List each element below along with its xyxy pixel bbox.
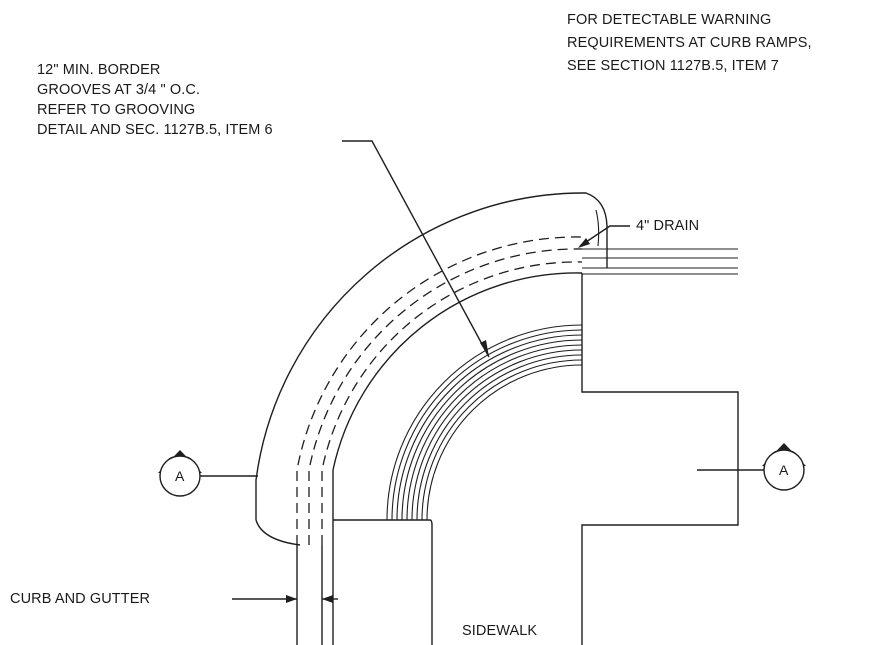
sidewalk-label: SIDEWALK: [462, 623, 538, 639]
border-grooves: [386, 324, 583, 521]
outer-curb-edge: [255, 192, 608, 520]
border-grooves-note-line-2: GROOVES AT 3/4 " O.C.: [37, 82, 201, 98]
detectable-warning-note-line-3: SEE SECTION 1127B.5, ITEM 7: [567, 58, 779, 74]
detectable-warning-note-line-2: REQUIREMENTS AT CURB RAMPS,: [567, 35, 812, 51]
detectable-warning-note-line-1: FOR DETECTABLE WARNING: [567, 12, 772, 28]
groove-leader-line: [342, 140, 490, 358]
inner-curb-line: [332, 272, 583, 520]
section-marker-left-label: A: [175, 468, 185, 484]
border-grooves-note-line-3: REFER TO GROOVING: [37, 102, 196, 118]
section-marker-right: [697, 443, 806, 491]
drain-pipe-lines: [582, 248, 738, 275]
curb-gutter-arrow-left: [286, 595, 297, 603]
curb-gutter-arrow-right: [322, 595, 333, 603]
section-marker-left: [158, 450, 258, 497]
border-grooves-note-line-1: 12" MIN. BORDER: [37, 62, 161, 78]
gutter-dashed-line-1: [296, 236, 583, 545]
drain-label: 4" DRAIN: [636, 218, 700, 234]
gutter-dashed-line-3: [321, 261, 583, 545]
drain-leader-line: [579, 225, 630, 247]
curb-end-left: [255, 519, 301, 546]
section-marker-right-label: A: [779, 462, 789, 478]
curb-and-gutter-label: CURB AND GUTTER: [10, 591, 151, 607]
drain-leader-arrowhead: [578, 238, 590, 248]
groove-leader-arrowhead: [480, 340, 489, 357]
drain-curve: [595, 209, 600, 247]
curb-gutter-lines: [296, 545, 323, 645]
gutter-dashed-line-2: [308, 248, 583, 545]
border-grooves-note-line-4: DETAIL AND SEC. 1127B.5, ITEM 6: [37, 122, 273, 138]
sidewalk-outline: [332, 273, 739, 645]
